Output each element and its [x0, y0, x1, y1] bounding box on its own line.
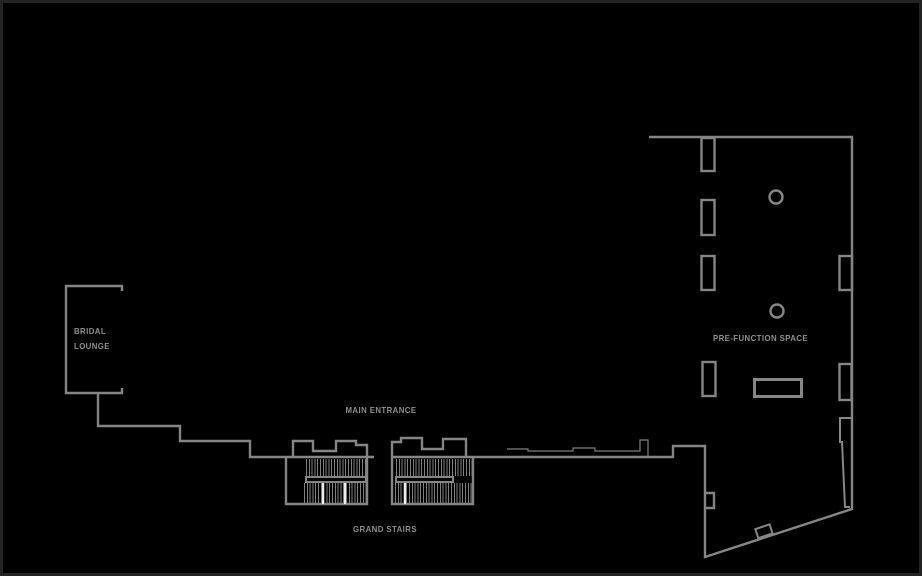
main-entrance-label: MAIN ENTRANCE [345, 405, 417, 415]
bridal-lounge-label: BRIDAL LOUNGE [74, 324, 110, 354]
stair-left-box-wall [284, 457, 369, 506]
pilaster [701, 360, 717, 398]
stair-left-handrail [344, 483, 346, 504]
wall-notch [705, 491, 716, 510]
stair-right-box-wall [390, 457, 475, 506]
stair-left-lower-treads [304, 483, 367, 504]
bridal-lounge-label-line2: LOUNGE [74, 341, 110, 351]
pilaster [700, 254, 716, 292]
east-wall-recess [839, 417, 851, 508]
prefunction-outline-wall [649, 135, 854, 559]
stair-left-vestibule-wall [291, 439, 369, 458]
pre-function-space-label: PRE-FUNCTION SPACE [712, 333, 809, 343]
column-circle [768, 189, 784, 205]
bench [753, 378, 803, 398]
bridal-lounge-label-line1: BRIDAL [74, 326, 107, 336]
grand-stairs-label: GRAND STAIRS [353, 524, 417, 534]
pilaster [838, 362, 853, 402]
stair-left-upper-treads [306, 459, 366, 476]
corridor-step-wall [96, 392, 374, 459]
pilaster [700, 198, 716, 237]
pilaster [700, 136, 716, 173]
stair-left-landing-rail [305, 476, 367, 483]
stair-left-handrail [322, 483, 324, 504]
canopy-line [507, 439, 649, 456]
diagonal-door-block [754, 523, 774, 540]
stair-right-handrail [404, 483, 406, 504]
bridal-lounge-walls [64, 284, 124, 395]
stair-right-landing-rail [395, 476, 454, 483]
stair-right-lower-treads [395, 483, 472, 504]
stair-right-vestibule-wall [390, 436, 468, 457]
pilaster [838, 254, 854, 292]
column-circle [769, 303, 785, 319]
stair-right-upper-treads [396, 459, 472, 476]
